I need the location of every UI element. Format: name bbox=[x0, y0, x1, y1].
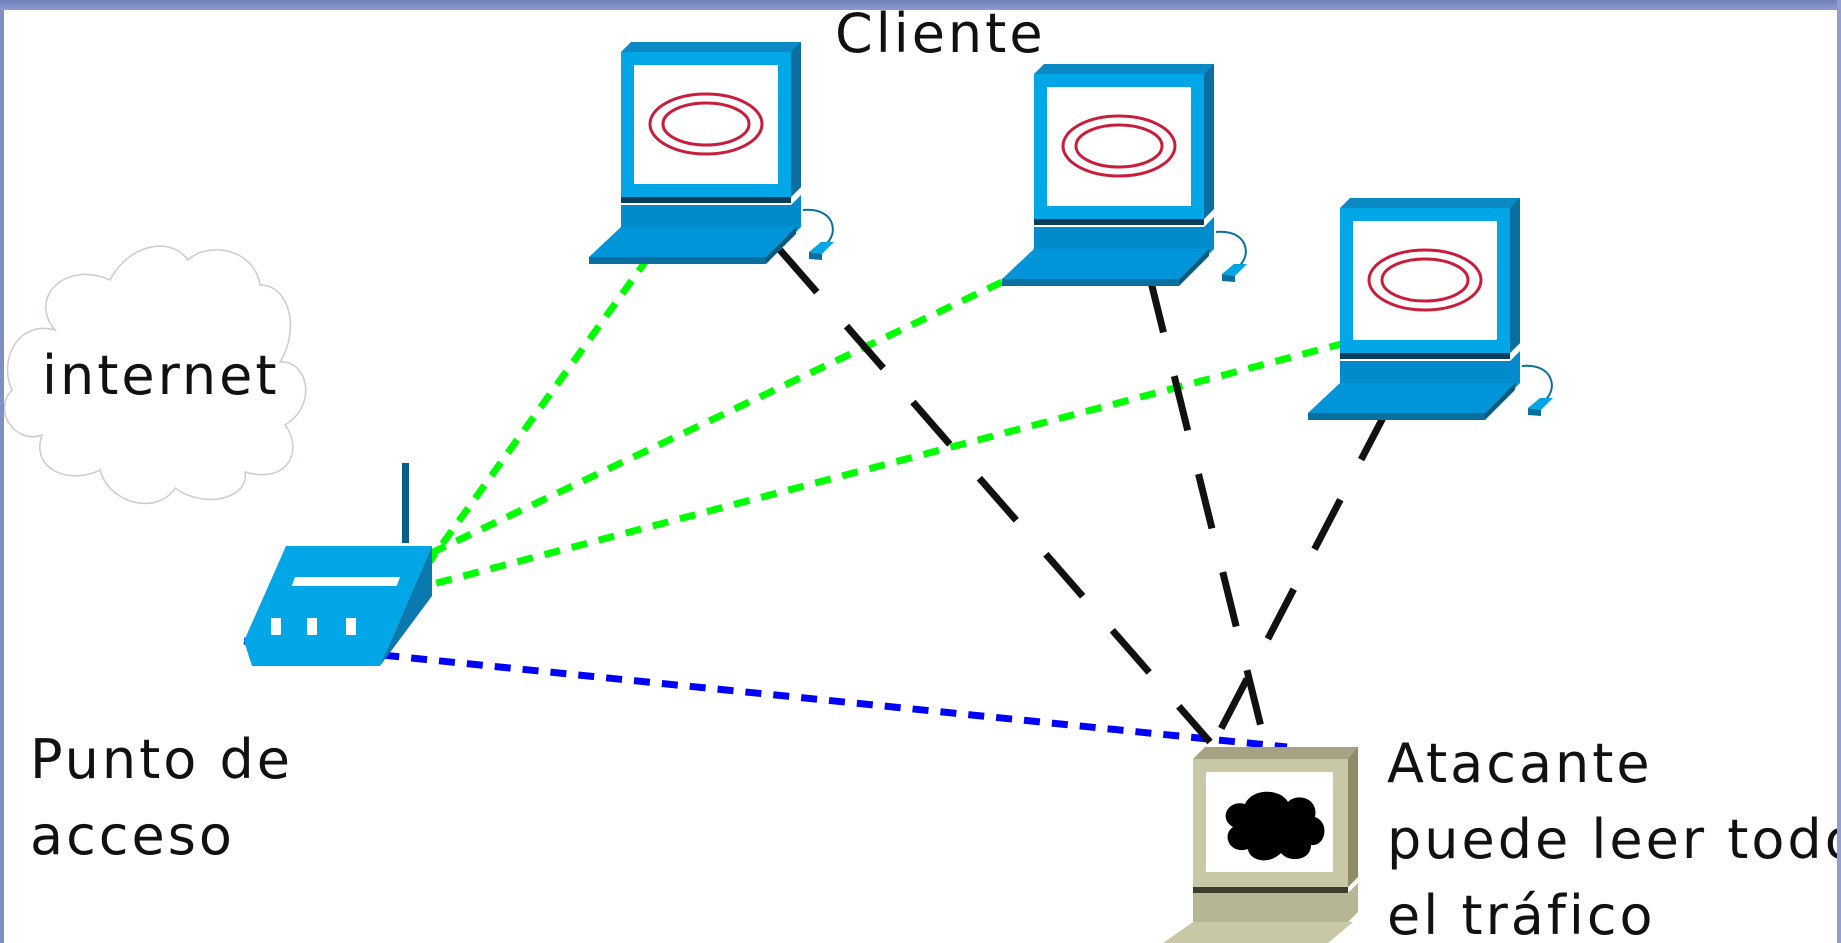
access-point-label-line1: Punto de bbox=[30, 728, 293, 791]
black-link-2 bbox=[1146, 277, 1271, 752]
access-point-label-line2: acceso bbox=[30, 804, 235, 867]
attacker-face-icon bbox=[1225, 791, 1325, 861]
black-sniffing-links bbox=[777, 247, 1391, 752]
slide-right-border bbox=[1837, 0, 1841, 943]
internet-cloud-icon bbox=[4, 245, 307, 505]
green-link-1 bbox=[417, 255, 651, 578]
green-wireless-links bbox=[246, 255, 1346, 644]
attacker-label-line3: el tráfico bbox=[1387, 884, 1656, 943]
client-computer-2 bbox=[1000, 62, 1249, 288]
client-label: Cliente bbox=[835, 10, 1046, 65]
internet-label: internet bbox=[42, 344, 280, 407]
attacker-computer-icon bbox=[1163, 747, 1358, 943]
attacker-label-line2: puede leer todo bbox=[1387, 808, 1837, 871]
blue-link bbox=[243, 637, 1288, 751]
access-point-icon bbox=[244, 463, 432, 666]
client-computer-1 bbox=[587, 40, 836, 266]
black-link-1 bbox=[777, 247, 1213, 745]
attacker-label-line1: Atacante bbox=[1387, 732, 1653, 795]
green-link-3 bbox=[417, 339, 1346, 592]
client-computer-3 bbox=[1306, 196, 1555, 422]
diagram-canvas: Cliente internet Punto de acceso Atacant… bbox=[4, 10, 1837, 943]
black-link-3 bbox=[1206, 408, 1391, 752]
network-diagram bbox=[4, 40, 1555, 943]
slide-top-border bbox=[0, 0, 1841, 10]
